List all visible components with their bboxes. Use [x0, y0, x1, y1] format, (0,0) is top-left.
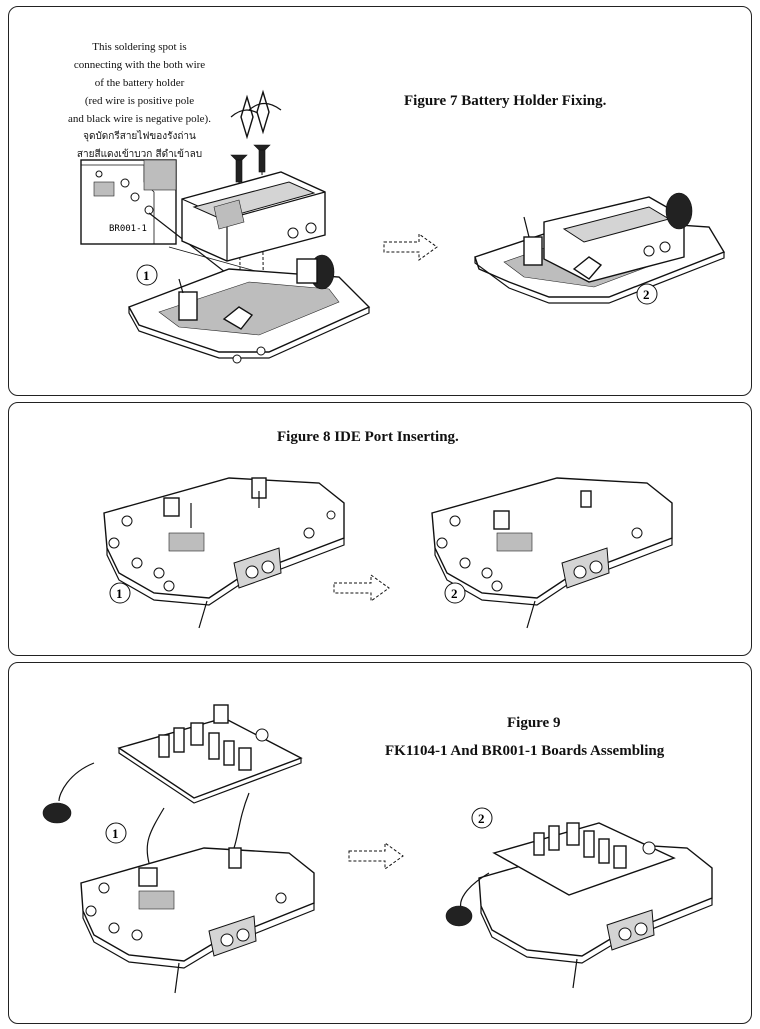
- note-thai-line-2: สายสีแดงเข้าบวก สีดำเข้าลบ: [76, 149, 203, 160]
- figure-9-illustration: 1 2: [42, 704, 713, 994]
- step-1-number: 1: [143, 268, 150, 283]
- soldering-note: This soldering spot is connecting with t…: [47, 38, 232, 164]
- chassis-assembled-step-2: [474, 192, 726, 304]
- step-1-badge: [136, 264, 158, 286]
- note-thai-line-1: จุดบัดกรีสายไฟของรังถ่าน: [83, 131, 196, 142]
- step-2-badge: [444, 582, 466, 604]
- note-line-5: and black wire is negative pole).: [68, 113, 211, 125]
- chassis-base-step-1: [127, 254, 371, 364]
- screw-icons: [230, 144, 271, 183]
- fk1104-board: [117, 704, 303, 804]
- note-line-2: connecting with the both wire: [73, 59, 206, 71]
- ide-board-step-2: [431, 477, 673, 629]
- step-1-badge: [105, 822, 127, 844]
- step-1-badge: [109, 582, 131, 604]
- next-step-arrow: [383, 233, 438, 261]
- note-line-3: of the battery holder: [94, 77, 185, 89]
- step-2-number: 2: [451, 586, 458, 601]
- note-line-1: This soldering spot is: [92, 41, 187, 53]
- step-1-number: 1: [116, 586, 123, 601]
- battery-holder: [181, 171, 326, 262]
- figure-8-title: Figure 8 IDE Port Inserting.: [277, 429, 459, 445]
- figure-9-panel: Figure 9 FK1104-1 And BR001-1 Boards Ass…: [8, 662, 752, 1024]
- next-step-arrow: [333, 574, 390, 602]
- screwdriver-icons: [230, 89, 282, 140]
- figure-8-panel: Figure 8 IDE Port Inserting. 1: [8, 402, 752, 656]
- figure-7-title: Figure 7 Battery Holder Fixing.: [404, 93, 607, 109]
- speaker-icon: [42, 802, 72, 824]
- speaker-wire: [58, 762, 95, 802]
- step-2-badge: [471, 807, 493, 829]
- figure-9-subtitle: FK1104-1 And BR001-1 Boards Assembling: [385, 743, 665, 759]
- figure-7-illustration: BR001-1: [80, 89, 726, 364]
- figure-9-title: Figure 9: [507, 715, 561, 731]
- br001-board-step-1: [80, 847, 315, 994]
- board-label-br001: BR001-1: [109, 224, 147, 234]
- step-2-badge: [636, 283, 658, 305]
- next-step-arrow: [348, 842, 404, 870]
- step-1-number: 1: [112, 826, 119, 841]
- ide-board-step-1: [103, 477, 345, 629]
- solder-detail-inset: [80, 159, 177, 245]
- figure-7-panel: Figure 7 Battery Holder Fixing. This sol…: [8, 6, 752, 396]
- step-2-number: 2: [478, 811, 485, 826]
- assembled-boards-step-2: [445, 822, 713, 989]
- step-2-number: 2: [643, 287, 650, 302]
- figure-8-illustration: 1 2: [103, 477, 673, 629]
- note-line-4: (red wire is positive pole: [84, 95, 195, 107]
